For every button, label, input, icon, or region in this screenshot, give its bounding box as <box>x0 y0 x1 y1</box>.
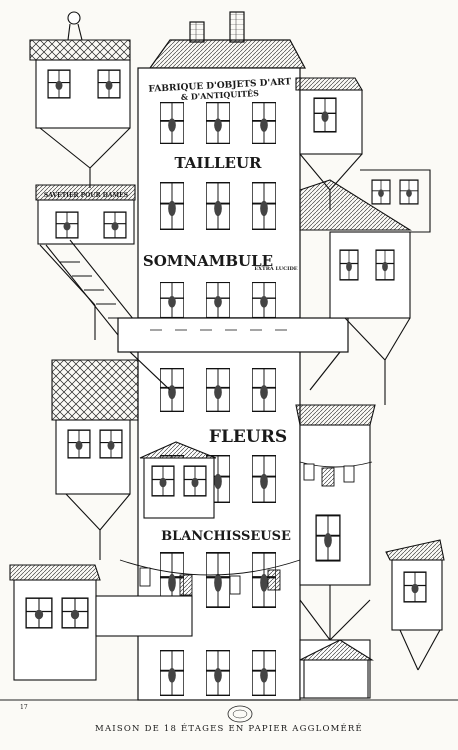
sign-blanchisseuse: BLANCHISSEUSE <box>161 529 291 544</box>
library-stamp <box>227 705 253 723</box>
sign-fabrique-line2: & D'ANTIQUITÉS <box>181 88 260 102</box>
bottom-right-cottage <box>299 639 374 699</box>
rooftop-left-house <box>29 11 131 188</box>
sign-fleurs: FLEURS <box>209 427 287 447</box>
savetier-house <box>35 184 151 351</box>
sign-savetier: SAVETIER POUR DAMES <box>44 192 128 199</box>
laundry-line <box>119 461 373 596</box>
far-right-house <box>385 539 445 671</box>
left-lattice-house <box>51 359 139 560</box>
main-balcony <box>117 317 349 391</box>
page-number: 17 <box>20 704 28 711</box>
sign-somnambule: SOMNAMBULE <box>143 252 273 270</box>
sign-tailleur: TAILLEUR <box>174 154 262 172</box>
sign-somnambule-small: EXTRA LUCIDE <box>254 266 297 272</box>
right-middle-house <box>299 169 431 405</box>
upper-right-house <box>295 77 363 210</box>
bottom-left-house <box>9 564 193 681</box>
illustration-caption: MAISON DE 18 ÉTAGES EN PAPIER AGGLOMÉRÉ <box>95 724 363 734</box>
mid-kiosk <box>139 441 217 519</box>
